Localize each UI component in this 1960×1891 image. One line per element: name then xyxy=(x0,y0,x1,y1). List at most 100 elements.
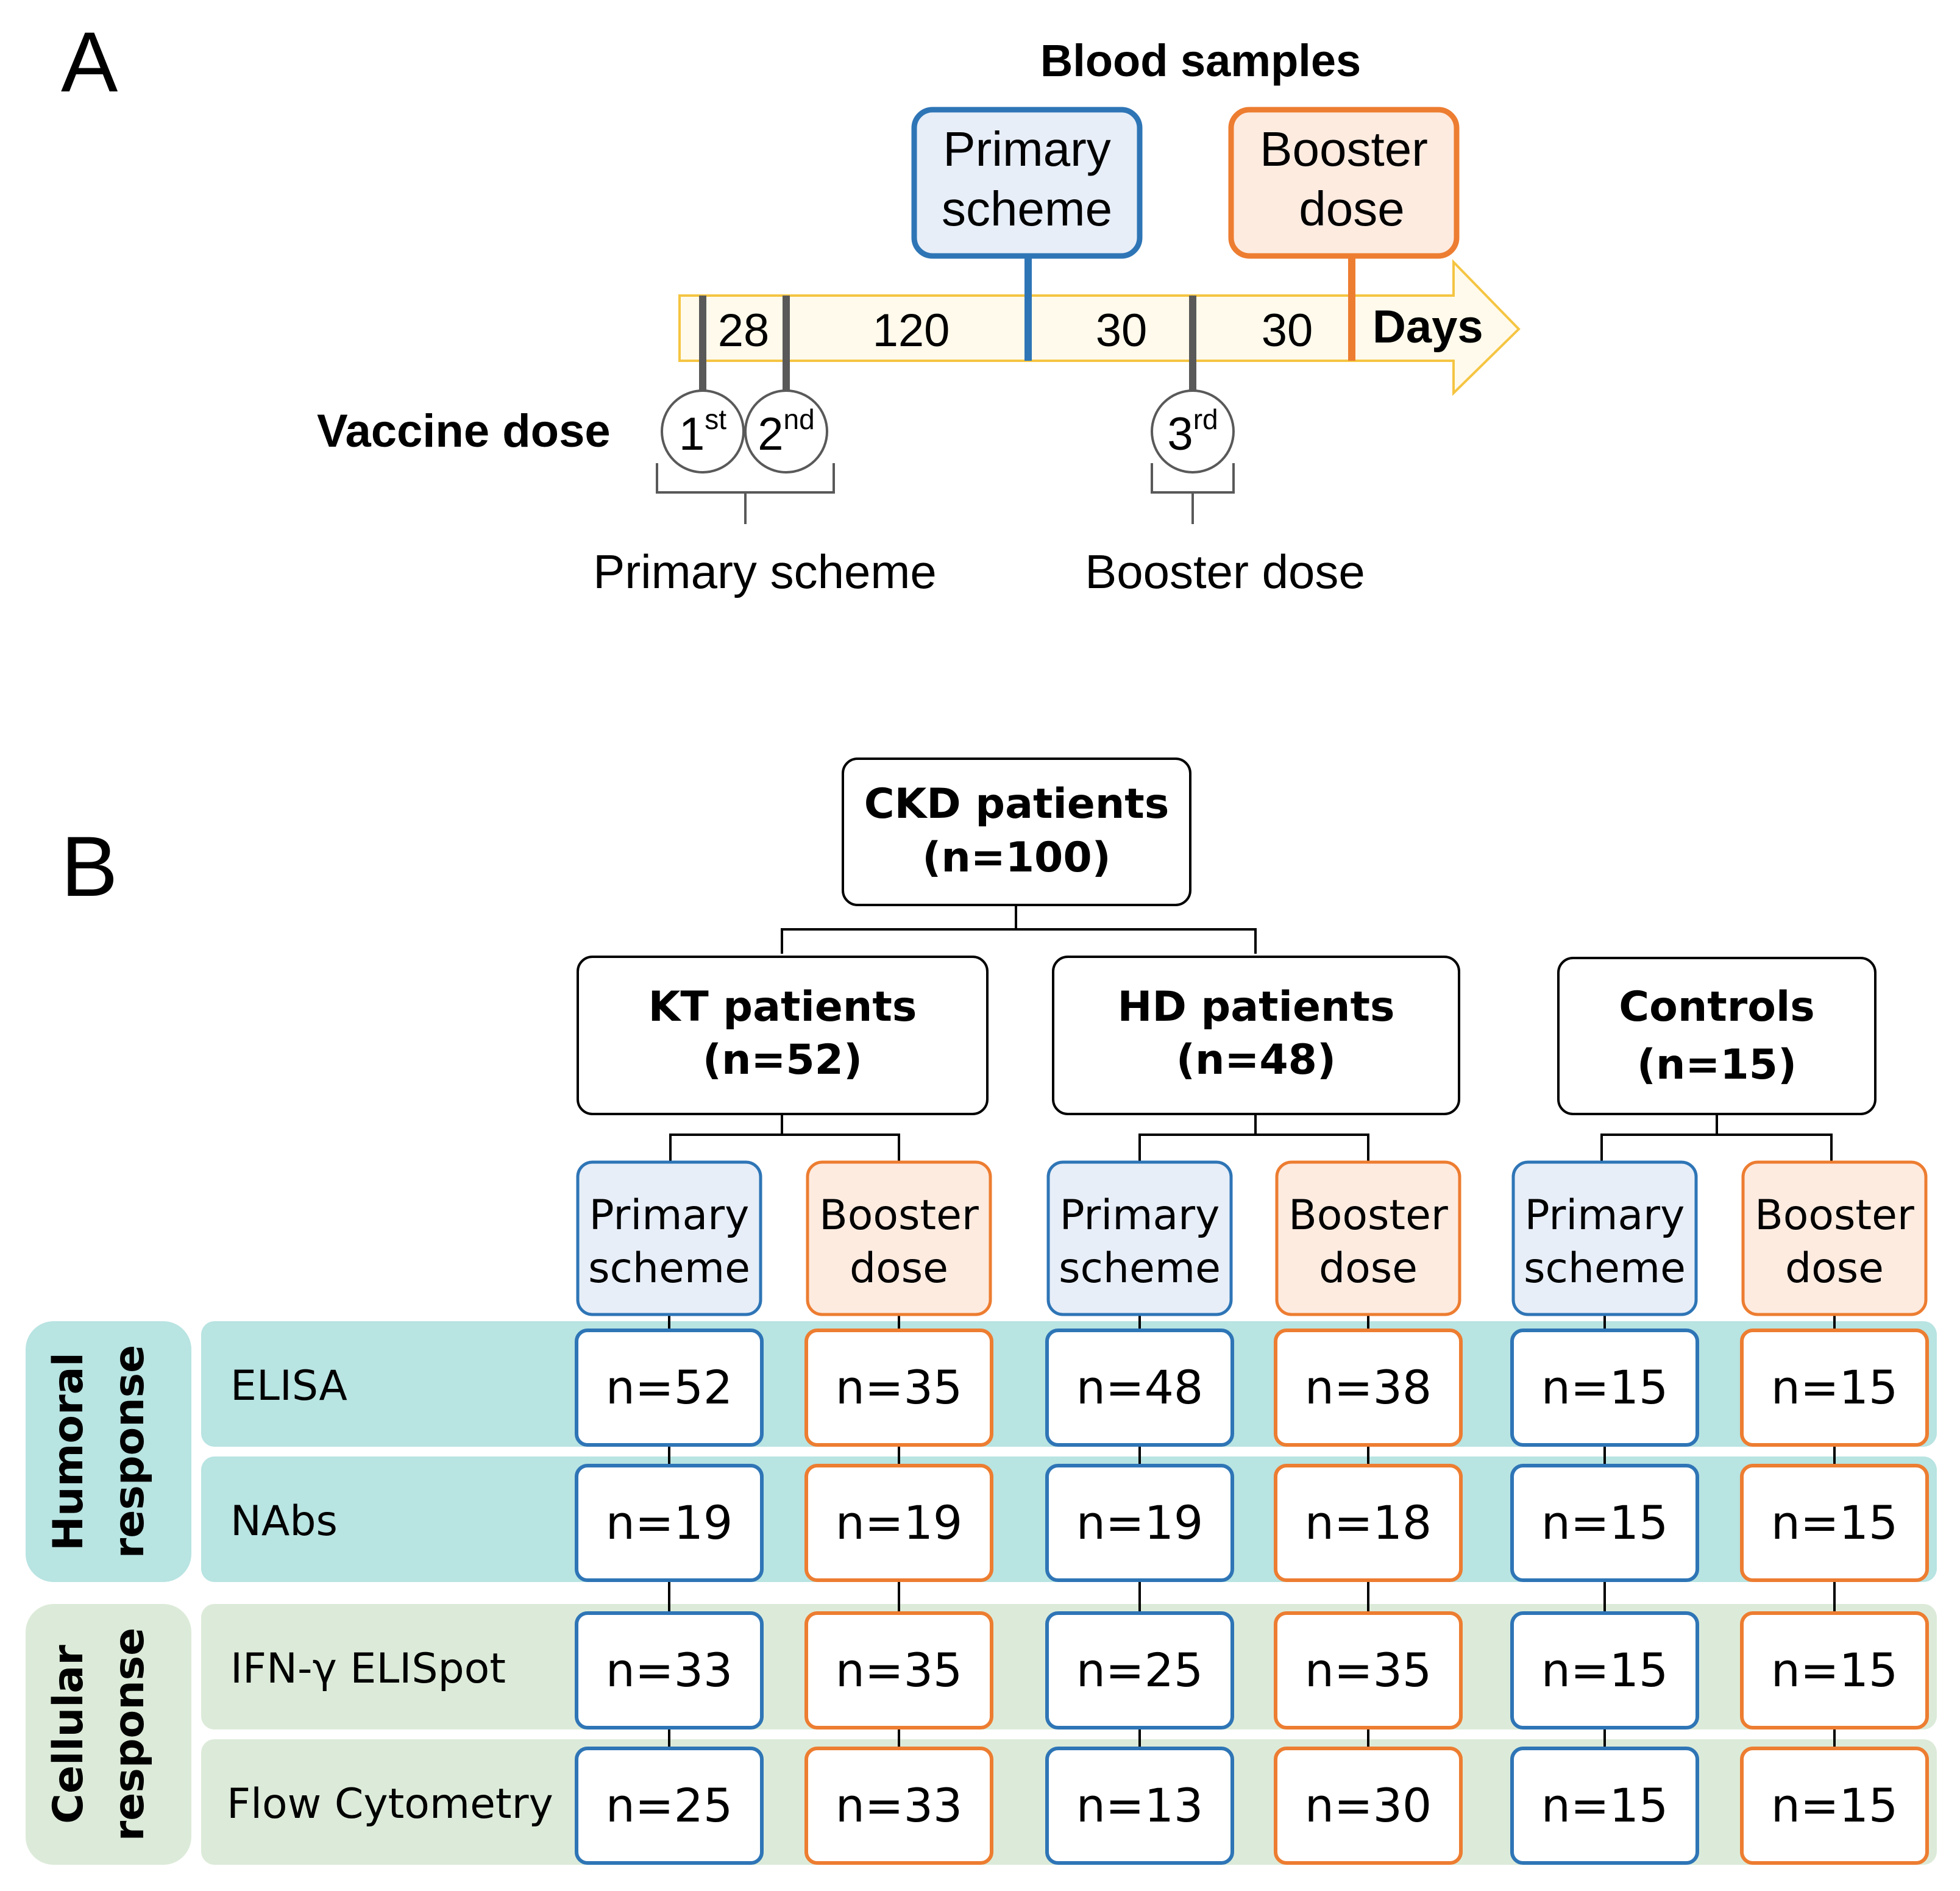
cellular-category-bg xyxy=(26,1604,191,1865)
cell-value: n=19 xyxy=(1076,1495,1204,1550)
cell-value: n=25 xyxy=(1076,1643,1204,1697)
root-count: (n=100) xyxy=(922,834,1111,882)
interval-120: 120 xyxy=(873,305,950,357)
phase-header-hd-booster xyxy=(1275,1160,1461,1316)
sample-booster-line2: dose xyxy=(1299,182,1404,236)
cell-value: n=18 xyxy=(1305,1495,1432,1550)
group-count-controls: (n=15) xyxy=(1637,1041,1797,1089)
phase-header-line1: Booster xyxy=(1288,1191,1448,1240)
humoral-label-line1: Humoral xyxy=(44,1352,93,1551)
cell-value: n=35 xyxy=(1305,1643,1432,1697)
phase-header-controls-booster xyxy=(1741,1160,1928,1316)
cell-hd-primary-row2 xyxy=(1045,1611,1234,1730)
brace-primary xyxy=(656,463,835,524)
humoral-label-line2: response xyxy=(105,1345,154,1559)
cell-kt-primary-row3 xyxy=(575,1747,764,1865)
data-cells: n=52 n=19 n=33 n=25 n=35 n=19 n=35 n=33 n=48 n=19… xyxy=(575,1329,1929,1865)
phase-header-kt-primary xyxy=(576,1160,762,1316)
phase-header-line2: scheme xyxy=(1524,1244,1686,1293)
cell-value: n=30 xyxy=(1305,1778,1432,1832)
cell-hd-booster-row1 xyxy=(1274,1464,1463,1582)
phase-header-kt-booster xyxy=(806,1160,992,1316)
cell-kt-primary-row2 xyxy=(575,1611,764,1730)
dose-1-circle xyxy=(661,389,745,474)
cell-controls-primary-row1 xyxy=(1510,1464,1699,1582)
group-box-kt xyxy=(577,956,989,1115)
phase-header-hd-primary xyxy=(1046,1160,1233,1316)
group-box-controls xyxy=(1557,957,1877,1115)
dose-1-label: 1st xyxy=(679,403,726,460)
cell-value: n=13 xyxy=(1076,1778,1204,1832)
cell-value: n=52 xyxy=(606,1360,733,1414)
interval-30-b: 30 xyxy=(1262,305,1313,357)
dose-2-circle xyxy=(744,389,828,474)
interval-28: 28 xyxy=(718,305,770,357)
tree-connectors xyxy=(669,905,1833,1161)
cell-value: n=15 xyxy=(1541,1495,1669,1550)
phase-header-controls-primary xyxy=(1511,1160,1698,1316)
group-title-controls: Controls xyxy=(1619,983,1815,1031)
cell-value: n=15 xyxy=(1771,1360,1898,1414)
cell-value: n=33 xyxy=(836,1778,963,1832)
cell-value: n=15 xyxy=(1771,1778,1898,1832)
phase-header-line2: scheme xyxy=(588,1244,750,1293)
phase-header-line1: Booster xyxy=(1755,1191,1914,1240)
cell-controls-primary-row0 xyxy=(1510,1329,1699,1447)
phase-header-line2: dose xyxy=(850,1244,948,1293)
cell-controls-primary-row2 xyxy=(1510,1611,1699,1730)
cell-controls-booster-row3 xyxy=(1740,1747,1929,1865)
blood-samples-title: Blood samples xyxy=(1040,35,1361,86)
dose-3-label: 3rd xyxy=(1167,403,1218,460)
group-box-hd xyxy=(1052,956,1460,1115)
cell-kt-booster-row3 xyxy=(804,1747,993,1865)
cell-controls-primary-row3 xyxy=(1510,1747,1699,1865)
cell-hd-primary-row0 xyxy=(1045,1329,1234,1447)
cell-value: n=38 xyxy=(1305,1360,1432,1414)
cell-value: n=15 xyxy=(1771,1643,1898,1697)
cell-kt-primary-row0 xyxy=(575,1329,764,1447)
panel-a-label: A xyxy=(61,14,118,110)
assay-label-flow: Flow Cytometry xyxy=(227,1780,553,1828)
cell-value: n=35 xyxy=(836,1360,963,1414)
group-title-hd: HD patients xyxy=(1118,983,1395,1031)
dose-2-label: 2nd xyxy=(758,403,814,460)
humoral-category-bg xyxy=(26,1321,191,1582)
cell-kt-booster-row1 xyxy=(804,1464,993,1582)
phase-header-line1: Booster xyxy=(819,1191,979,1240)
cell-controls-booster-row2 xyxy=(1740,1611,1929,1730)
cell-value: n=15 xyxy=(1541,1778,1669,1832)
cellular-label-line2: response xyxy=(105,1628,154,1842)
cell-value: n=19 xyxy=(606,1495,733,1550)
interval-30-a: 30 xyxy=(1096,305,1148,357)
cell-hd-primary-row3 xyxy=(1045,1747,1234,1865)
days-label: Days xyxy=(1372,301,1483,353)
assay-label-elispot: IFN-γ ELISpot xyxy=(230,1645,506,1693)
brace-primary-label: Primary scheme xyxy=(593,545,936,598)
brace-booster-label: Booster dose xyxy=(1085,545,1365,598)
sample-primary-line1: Primary xyxy=(943,122,1111,176)
group-title-kt: KT patients xyxy=(648,983,917,1031)
assay-label-elisa: ELISA xyxy=(230,1362,347,1410)
cellular-label-line1: Cellular xyxy=(44,1645,93,1824)
cell-value: n=48 xyxy=(1076,1360,1204,1414)
cell-hd-primary-row1 xyxy=(1045,1464,1234,1582)
assay-label-nabs: NAbs xyxy=(230,1497,338,1545)
cell-kt-primary-row1 xyxy=(575,1464,764,1582)
cell-controls-booster-row1 xyxy=(1740,1464,1929,1582)
cell-hd-booster-row3 xyxy=(1274,1747,1463,1865)
phase-header-line1: Primary xyxy=(1060,1191,1220,1240)
phase-header-line2: scheme xyxy=(1059,1244,1221,1293)
brace-booster xyxy=(1151,463,1235,524)
phase-header-line1: Primary xyxy=(1525,1191,1685,1240)
cell-value: n=15 xyxy=(1771,1495,1898,1550)
root-box xyxy=(842,757,1191,906)
phase-header-line2: dose xyxy=(1319,1244,1418,1293)
cell-controls-booster-row0 xyxy=(1740,1329,1929,1447)
timeline-arrow xyxy=(678,259,1521,396)
cell-kt-booster-row0 xyxy=(804,1329,993,1447)
phase-headers: PrimaryschemeBoosterdosePrimaryschemeBoo… xyxy=(576,1160,1928,1316)
cell-value: n=19 xyxy=(836,1495,963,1550)
cell-value: n=33 xyxy=(606,1643,733,1697)
cell-hd-booster-row0 xyxy=(1274,1329,1463,1447)
